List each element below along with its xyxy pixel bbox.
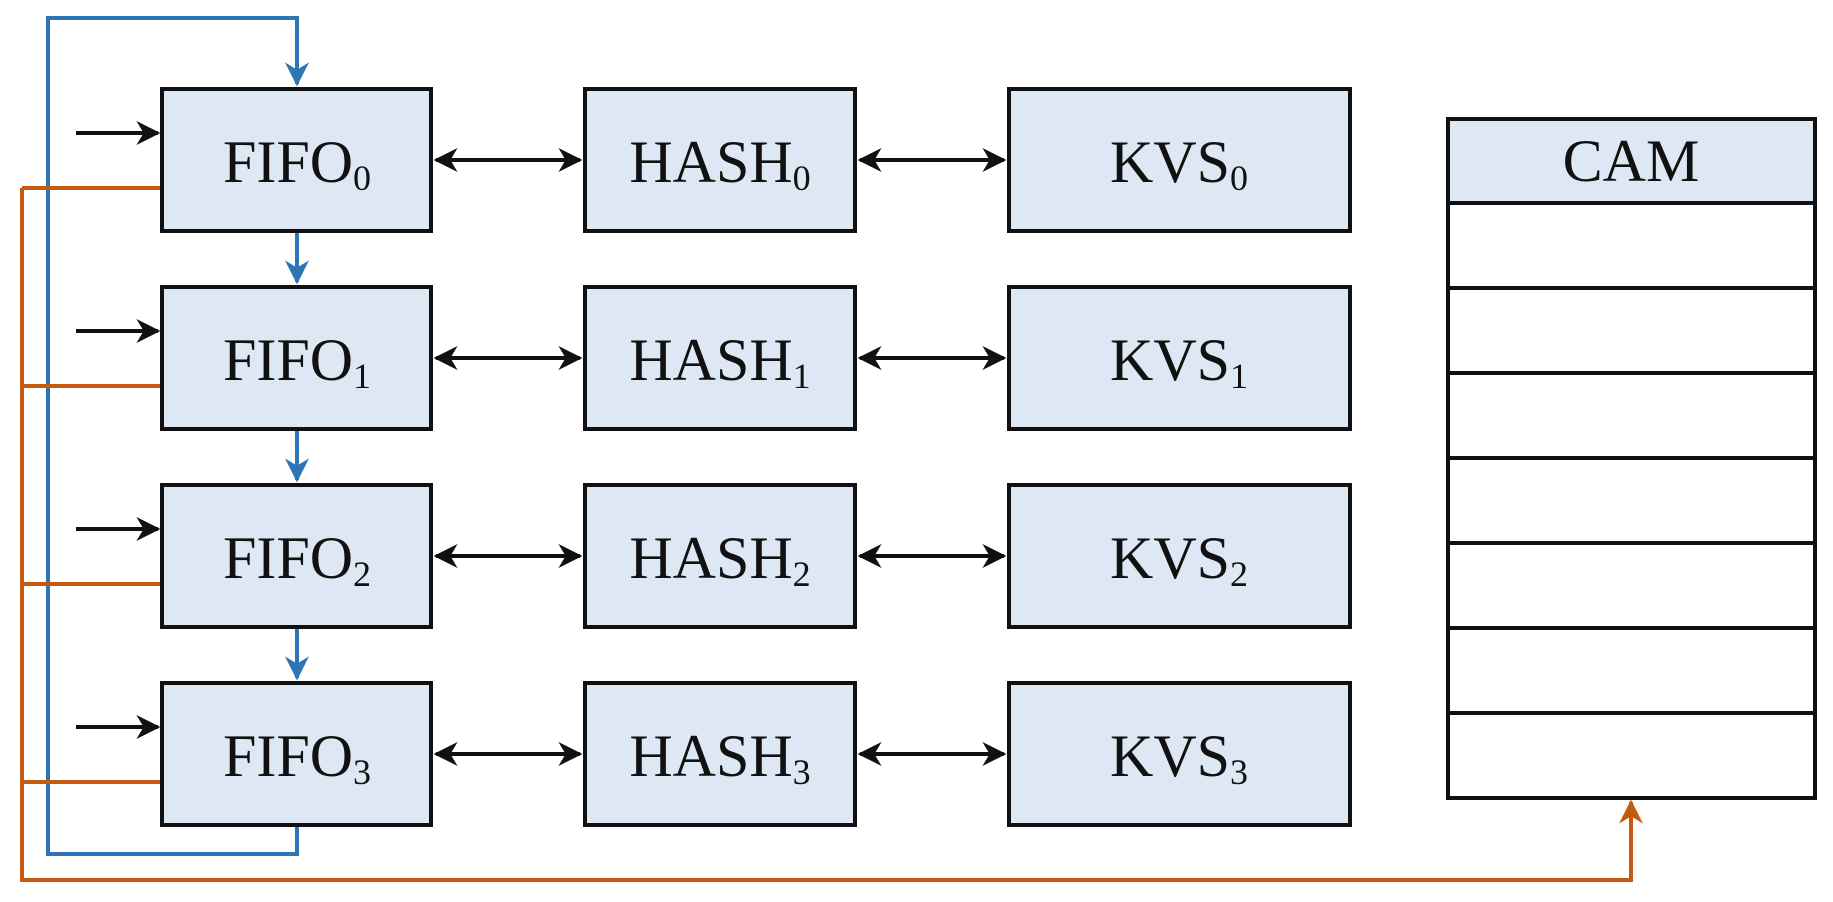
hash-2-box xyxy=(583,483,857,629)
kvs-2-label: KVS2 xyxy=(1110,525,1248,594)
kvs-3-label: KVS3 xyxy=(1110,723,1248,792)
kvs-1-label: KVS1 xyxy=(1110,327,1248,396)
fifo-3-box xyxy=(160,681,433,827)
cam-entry-6 xyxy=(1446,711,1817,800)
cam-table: CAM xyxy=(1446,117,1817,800)
hash-0-box xyxy=(583,87,857,233)
kvs-0-box xyxy=(1007,87,1352,233)
hash-0-label: HASH0 xyxy=(629,129,810,198)
cam-entry-2 xyxy=(1446,371,1817,460)
cam-entry-5 xyxy=(1446,626,1817,715)
fifo-2-box xyxy=(160,483,433,629)
cam-entry-4 xyxy=(1446,541,1817,630)
cam-entry-1 xyxy=(1446,286,1817,375)
hash-3-label: HASH3 xyxy=(629,723,810,792)
hash-1-box xyxy=(583,285,857,431)
cam-entry-0 xyxy=(1446,201,1817,290)
hash-2-label: HASH2 xyxy=(629,525,810,594)
cam-entries xyxy=(1446,201,1817,800)
kvs-0-label: KVS0 xyxy=(1110,129,1248,198)
loop-back-connector xyxy=(46,16,309,856)
fifo-3-label: FIFO3 xyxy=(223,723,371,792)
fifo-0-box xyxy=(160,87,433,233)
fifo-1-label: FIFO1 xyxy=(223,327,371,396)
cam-header xyxy=(1446,117,1817,205)
hash-1-label: HASH1 xyxy=(629,327,810,396)
fifo-1-box xyxy=(160,285,433,431)
kvs-2-box xyxy=(1007,483,1352,629)
kvs-1-box xyxy=(1007,285,1352,431)
fifo-2-label: FIFO2 xyxy=(223,525,371,594)
kvs-3-box xyxy=(1007,681,1352,827)
fifo-0-label: FIFO0 xyxy=(223,129,371,198)
cam-entry-3 xyxy=(1446,456,1817,545)
cam-feed-connector xyxy=(20,188,1643,882)
cam-title: CAM xyxy=(1563,128,1700,194)
hash-3-box xyxy=(583,681,857,827)
